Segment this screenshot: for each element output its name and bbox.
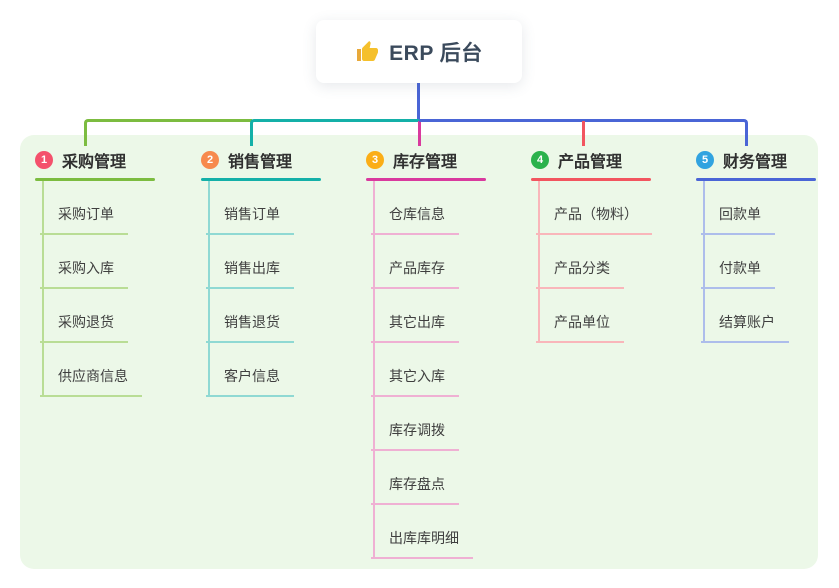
branch-label: 销售管理 [228, 154, 293, 171]
child-node[interactable]: 出库库明细 [366, 505, 516, 559]
child-node[interactable]: 其它出库 [366, 289, 516, 343]
children-connector-line [538, 181, 540, 343]
branch-node-2[interactable]: 2 销售管理 [201, 148, 351, 172]
child-node[interactable]: 仓库信息 [366, 181, 516, 235]
child-node[interactable]: 销售订单 [201, 181, 351, 235]
child-node[interactable]: 销售退货 [201, 289, 351, 343]
branch-label: 采购管理 [62, 154, 127, 171]
connector-branch-4 [582, 121, 585, 146]
child-node[interactable]: 客户信息 [201, 343, 351, 397]
branch-children: 产品（物料） 产品分类产品单位 [531, 181, 681, 343]
child-node-label: 客户信息 [206, 366, 294, 397]
branch-label: 产品管理 [558, 154, 623, 171]
child-node[interactable]: 产品分类 [531, 235, 681, 289]
branch-underline [696, 178, 816, 181]
thumbs-up-icon [357, 40, 379, 61]
child-node-label: 采购订单 [40, 204, 128, 235]
child-node-label: 其它入库 [371, 366, 459, 397]
branch-underline [35, 178, 155, 181]
child-node[interactable]: 结算账户 [696, 289, 839, 343]
root-node-label: ERP 后台 [389, 41, 483, 65]
child-node[interactable]: 付款单 [696, 235, 839, 289]
child-node-label: 产品（物料） [536, 204, 652, 235]
branch-badge: 2 [201, 151, 219, 169]
child-node-label: 仓库信息 [371, 204, 459, 235]
child-node[interactable]: 库存盘点 [366, 451, 516, 505]
branch-badge: 5 [696, 151, 714, 169]
branch-underline [201, 178, 321, 181]
child-node[interactable]: 其它入库 [366, 343, 516, 397]
connector-branch-1 [84, 119, 252, 146]
branch-children: 销售订单销售出库销售退货客户信息 [201, 181, 351, 397]
children-connector-line [208, 181, 210, 397]
branch-column-5: 5 财务管理回款单付款单结算账户 [696, 148, 839, 343]
child-node-label: 销售订单 [206, 204, 294, 235]
branch-column-2: 2 销售管理销售订单销售出库销售退货客户信息 [201, 148, 351, 397]
child-node[interactable]: 产品库存 [366, 235, 516, 289]
branch-underline [531, 178, 651, 181]
child-node-label: 供应商信息 [40, 366, 142, 397]
branch-node-5[interactable]: 5 财务管理 [696, 148, 839, 172]
branch-badge: 4 [531, 151, 549, 169]
connector-branch-5 [419, 119, 748, 146]
connector-root-line [417, 83, 420, 122]
child-node-label: 采购入库 [40, 258, 128, 289]
branch-column-1: 1 采购管理采购订单采购入库采购退货供应商信息 [35, 148, 185, 397]
child-node[interactable]: 产品（物料） [531, 181, 681, 235]
branch-badge: 3 [366, 151, 384, 169]
branch-children: 回款单付款单结算账户 [696, 181, 839, 343]
child-node-label: 库存盘点 [371, 474, 459, 505]
child-node-label: 付款单 [701, 258, 775, 289]
branch-node-4[interactable]: 4 产品管理 [531, 148, 681, 172]
children-connector-line [373, 181, 375, 559]
child-node[interactable]: 采购订单 [35, 181, 185, 235]
child-node[interactable]: 供应商信息 [35, 343, 185, 397]
child-node[interactable]: 回款单 [696, 181, 839, 235]
child-node[interactable]: 销售出库 [201, 235, 351, 289]
child-node-label: 其它出库 [371, 312, 459, 343]
child-node-label: 产品单位 [536, 312, 624, 343]
branch-badge: 1 [35, 151, 53, 169]
child-node[interactable]: 库存调拨 [366, 397, 516, 451]
root-node-erp[interactable]: ERP 后台 [316, 20, 522, 83]
connector-branch-3 [418, 121, 421, 146]
child-node-label: 库存调拨 [371, 420, 459, 451]
branch-label: 库存管理 [393, 154, 458, 171]
branch-node-3[interactable]: 3 库存管理 [366, 148, 516, 172]
child-node-label: 采购退货 [40, 312, 128, 343]
child-node[interactable]: 产品单位 [531, 289, 681, 343]
child-node[interactable]: 采购退货 [35, 289, 185, 343]
child-node-label: 结算账户 [701, 312, 789, 343]
branch-children: 仓库信息产品库存其它出库其它入库库存调拨库存盘点出库库明细 [366, 181, 516, 559]
branch-label: 财务管理 [723, 154, 788, 171]
child-node-label: 销售出库 [206, 258, 294, 289]
child-node-label: 产品分类 [536, 258, 624, 289]
child-node-label: 回款单 [701, 204, 775, 235]
child-node-label: 产品库存 [371, 258, 459, 289]
child-node-label: 出库库明细 [371, 528, 473, 559]
child-node-label: 销售退货 [206, 312, 294, 343]
branches-background-panel [20, 135, 818, 569]
branch-column-3: 3 库存管理仓库信息产品库存其它出库其它入库库存调拨库存盘点出库库明细 [366, 148, 516, 559]
children-connector-line [42, 181, 44, 397]
branch-children: 采购订单采购入库采购退货供应商信息 [35, 181, 185, 397]
connector-branch-2 [250, 119, 420, 146]
branch-column-4: 4 产品管理产品（物料） 产品分类产品单位 [531, 148, 681, 343]
branch-underline [366, 178, 486, 181]
branch-node-1[interactable]: 1 采购管理 [35, 148, 185, 172]
child-node[interactable]: 采购入库 [35, 235, 185, 289]
children-connector-line [703, 181, 705, 343]
